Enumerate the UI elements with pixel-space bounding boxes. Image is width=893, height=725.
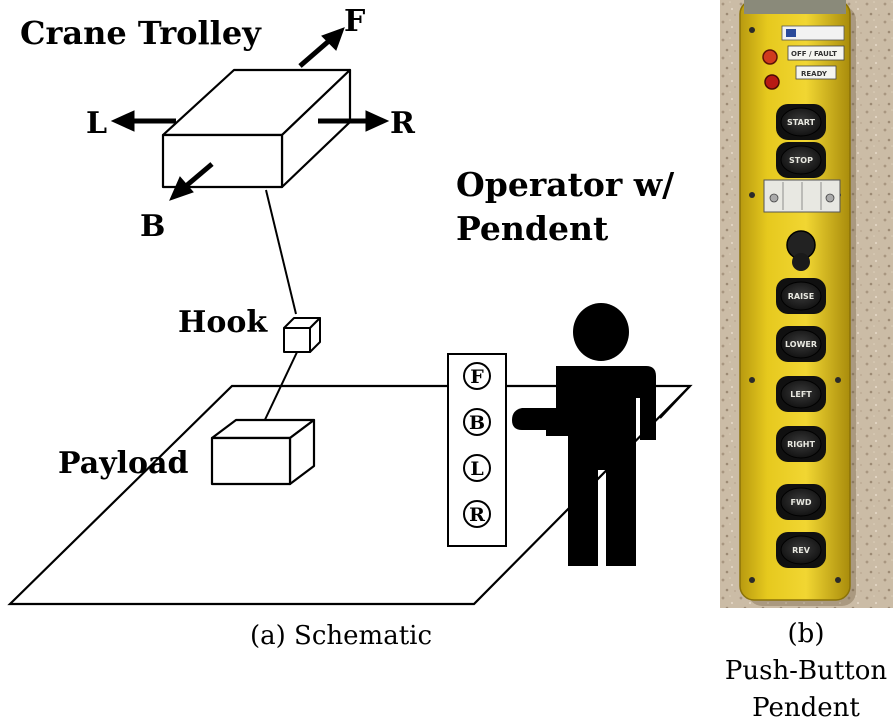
push-button-label: LEFT: [790, 390, 812, 399]
push-button-label: RAISE: [788, 292, 815, 301]
operator-label-line1: Operator w/: [456, 165, 675, 204]
pendant-button-r: R: [463, 500, 491, 528]
fault-indicator-plate: [787, 45, 845, 61]
push-button-rev: REV: [776, 532, 826, 568]
pendant-button-label: B: [469, 412, 485, 434]
hoist-cable: [265, 189, 297, 315]
pendant-button-label: L: [470, 458, 483, 480]
back-label: B: [140, 209, 165, 244]
pendant-button-b: B: [463, 408, 491, 436]
push-button-raise: RAISE: [776, 278, 826, 314]
schematic-pendant: F B L R: [447, 353, 507, 547]
left-label: L: [86, 106, 107, 141]
forward-label: F: [344, 4, 365, 39]
push-button-label: STOP: [789, 156, 813, 165]
fault-indicator-label: OFF / FAULT: [791, 50, 837, 58]
pendant-button-f: F: [463, 362, 491, 390]
ready-indicator-label: READY: [801, 70, 828, 78]
push-button-label: START: [787, 118, 816, 127]
payload-cable: [261, 349, 299, 427]
crane-trolley-label: Crane Trolley: [20, 14, 262, 52]
push-button-label: RIGHT: [787, 440, 815, 449]
payload-box: [210, 418, 316, 486]
push-button-fwd: FWD: [776, 484, 826, 520]
pendant-button-l: L: [463, 454, 491, 482]
push-button-label: FWD: [791, 498, 812, 507]
direction-arrows: [110, 27, 390, 201]
caption-b-line3: Pendent: [752, 693, 860, 723]
push-button-left: LEFT: [776, 376, 826, 412]
operator-label-line2: Pendent: [456, 209, 609, 248]
hook-cube: [283, 317, 321, 353]
pendant-button-group: F B L R: [463, 362, 491, 528]
payload-label: Payload: [58, 446, 188, 481]
crane-trolley-box: [161, 68, 352, 189]
pendant-photo-buttons: START STOP RAISE LOWER LEFT RIGHT FWD REV: [776, 104, 826, 568]
pendant-button-label: R: [469, 504, 485, 526]
fault-lamp: [762, 49, 778, 65]
schematic-panel: F B L R Crane Trolley F L R B Operator w/ P…: [7, 4, 693, 651]
pendant-photo: OFF / FAULT READY START STOP RAISE LOWER LEF…: [720, 0, 893, 608]
push-button-label: LOWER: [785, 340, 817, 349]
push-button-lower: LOWER: [776, 326, 826, 362]
pendant-button-label: F: [470, 366, 484, 388]
push-button-start: START: [776, 104, 826, 140]
floor-plane: [7, 384, 693, 606]
caption-a: (a) Schematic: [250, 621, 432, 651]
push-button-label: REV: [792, 546, 811, 555]
hook-label: Hook: [178, 305, 268, 340]
caption-b-line1: (b): [788, 619, 825, 649]
ready-indicator-plate: [795, 65, 837, 80]
caption-b-line2: Push-Button: [725, 656, 888, 686]
ready-lamp: [764, 74, 780, 90]
push-button-right: RIGHT: [776, 426, 826, 462]
back-arrow: [169, 162, 214, 201]
right-arrow: [318, 110, 390, 132]
right-label: R: [390, 106, 416, 141]
operator-silhouette: [512, 303, 656, 566]
left-arrow: [110, 110, 176, 132]
push-button-stop: STOP: [776, 142, 826, 178]
floor-edge-segment: [659, 385, 691, 419]
forward-arrow: [298, 27, 345, 68]
